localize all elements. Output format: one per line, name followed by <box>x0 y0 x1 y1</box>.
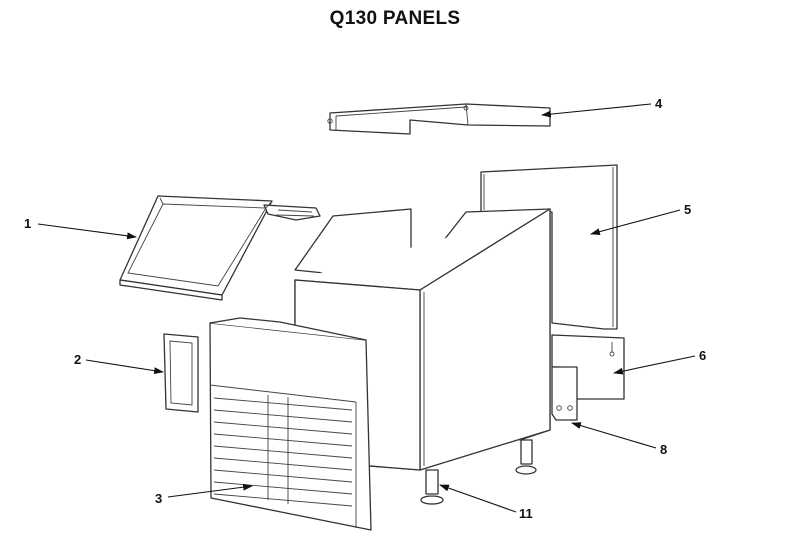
callout-3: 3 <box>155 491 162 506</box>
callout-5: 5 <box>684 202 691 217</box>
callout-8: 8 <box>660 442 667 457</box>
filter-panel <box>163 333 199 413</box>
leader-2 <box>85 359 164 375</box>
callout-6: 6 <box>699 348 706 363</box>
bracket <box>551 366 578 421</box>
bin-door <box>119 195 321 301</box>
callout-11: 11 <box>519 506 533 521</box>
front-grille-panel <box>209 317 372 531</box>
diagram-title: Q130 PANELS <box>329 8 461 29</box>
callout-2: 2 <box>74 352 81 367</box>
leader-3 <box>167 483 253 498</box>
leader-11 <box>439 484 517 513</box>
leader-1 <box>37 223 137 240</box>
leader-6 <box>613 355 696 375</box>
top-panel <box>327 103 551 135</box>
leader-8 <box>571 422 657 449</box>
callout-1: 1 <box>24 216 31 231</box>
grille-louvers <box>213 395 353 507</box>
leader-4 <box>541 103 652 118</box>
callout-4: 4 <box>655 96 663 111</box>
cabinet-legs <box>420 439 537 505</box>
leader-5 <box>590 209 681 236</box>
